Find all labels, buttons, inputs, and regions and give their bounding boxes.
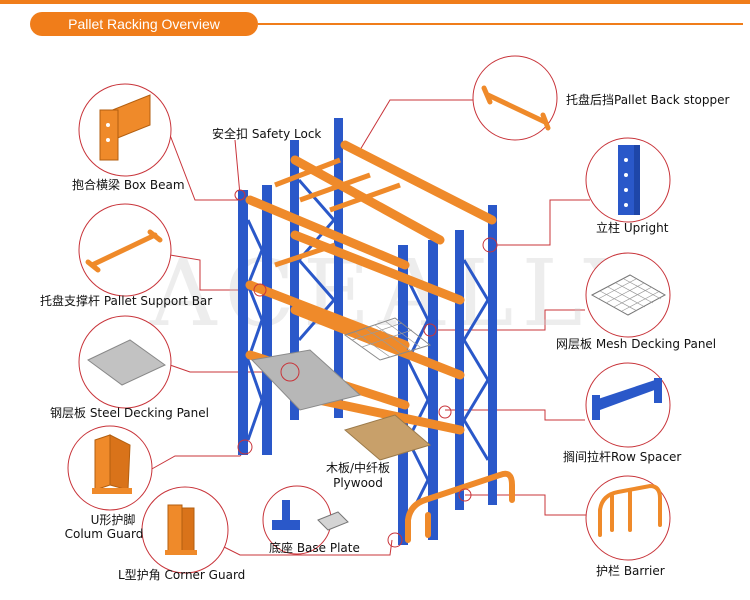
support-bars — [274, 157, 401, 268]
corner-guard-icon — [165, 504, 197, 555]
barrier-icon — [598, 483, 662, 537]
pallet-back-stopper-icon — [481, 85, 551, 131]
callout-mesh-decking — [585, 252, 671, 338]
plywood-shape — [343, 414, 432, 461]
label-row-spacer: 搁间拉杆Row Spacer — [563, 450, 682, 464]
steel-panel-shape — [250, 349, 362, 411]
steel-decking-panel-icon — [87, 339, 166, 386]
label-colum-guard-cn: U形护脚 — [90, 513, 136, 527]
label-upright: 立柱 Upright — [596, 221, 669, 235]
label-plywood-en: Plywood — [333, 476, 383, 490]
title-divider — [258, 23, 743, 25]
label-pallet-support-bar: 托盘支撑杆 Pallet Support Bar — [40, 294, 213, 308]
label-base-plate: 底座 Base Plate — [269, 541, 360, 555]
label-pallet-back-stopper: 托盘后挡Pallet Back stopper — [566, 93, 730, 107]
label-colum-guard-en: Colum Guard — [64, 527, 144, 541]
label-plywood-cn: 木板/中纤板 — [325, 461, 391, 475]
page-title: Pallet Racking Overview — [30, 12, 258, 36]
barrier-shape — [405, 470, 515, 543]
label-box-beam: 抱合横梁 Box Beam — [72, 178, 185, 192]
label-barrier: 护栏 Barrier — [596, 564, 665, 578]
pallet-support-bar-icon — [85, 229, 163, 273]
box-beam-icon — [99, 94, 151, 161]
mesh-decking-icon — [590, 274, 667, 316]
upright-icon — [618, 145, 640, 215]
colum-guard-icon — [92, 434, 132, 494]
mesh-shape — [343, 317, 432, 361]
label-corner-guard: L型护角 Corner Guard — [118, 568, 246, 582]
label-mesh-decking-panel: 网层板 Mesh Decking Panel — [556, 337, 717, 351]
label-steel-decking-panel: 钢层板 Steel Decking Panel — [50, 406, 209, 420]
label-safety-lock: 安全扣 Safety Lock — [212, 127, 322, 141]
base-plate-icon — [272, 500, 349, 531]
header-accent-bar — [0, 0, 750, 4]
row-spacer-icon — [592, 378, 662, 420]
